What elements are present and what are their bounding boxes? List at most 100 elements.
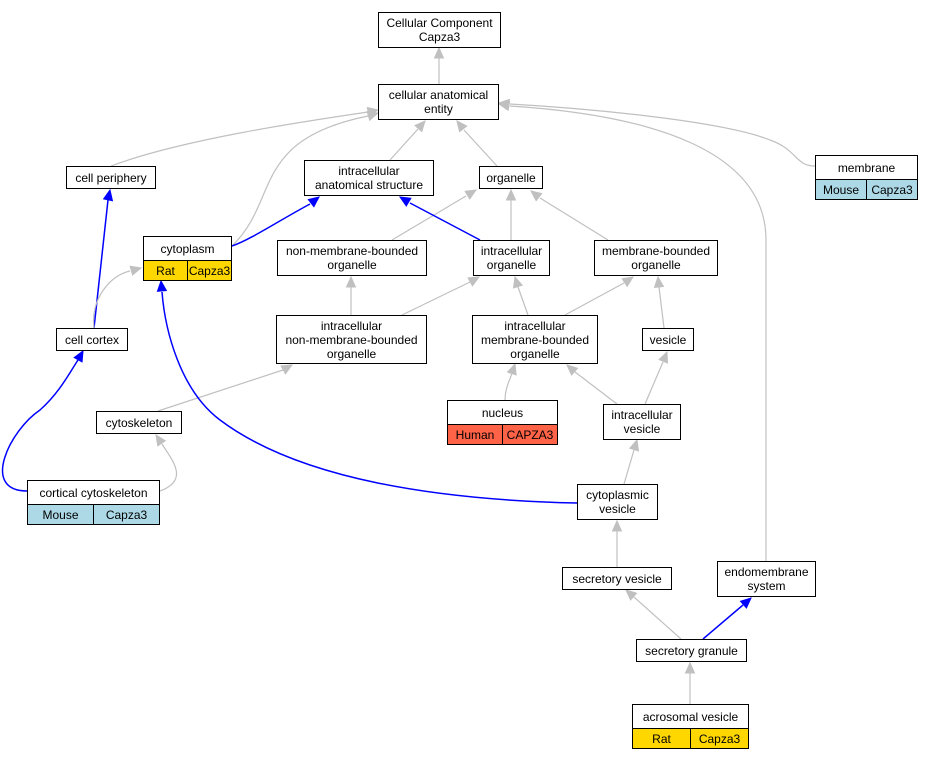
- node-label: endomembrane system: [724, 565, 809, 593]
- edge-cell-periphery-to-cae: [110, 106, 380, 167]
- arrowhead: [505, 188, 517, 201]
- arrowhead: [625, 589, 638, 601]
- arrowhead: [73, 349, 84, 363]
- edge-cortical-to-cytoskeleton: [155, 433, 178, 492]
- edge-sg-to-endomembrane: [702, 597, 752, 640]
- node-cell-cortex[interactable]: cell cortex: [56, 328, 128, 351]
- edge-cae-to-root: [433, 46, 445, 84]
- node-cellular-component-root[interactable]: Cellular Component Capza3: [378, 12, 501, 48]
- arrowhead: [280, 364, 294, 375]
- edge-iv-to-vesicle: [644, 350, 668, 405]
- node-cytoplasmic-vesicle[interactable]: cytoplasmic vesicle: [577, 484, 658, 520]
- edge-io-to-ias: [398, 196, 481, 241]
- edge-imbo-to-mbo: [564, 276, 635, 316]
- arrowhead: [102, 188, 114, 202]
- edge-nucleus-to-imbo: [504, 362, 517, 401]
- arrowhead: [621, 276, 635, 288]
- node-label: intracellular anatomical structure: [314, 164, 424, 192]
- gene-badge: Capza3: [93, 505, 159, 524]
- node-label: cytoplasmic vesicle: [586, 488, 649, 516]
- annotation-row: Human CAPZA3: [448, 424, 557, 444]
- edge-cytoplasm-to-cae: [231, 110, 380, 247]
- arrowhead: [156, 279, 168, 292]
- node-vesicle[interactable]: vesicle: [642, 328, 694, 351]
- edge-ias-to-cae: [389, 120, 426, 161]
- annotation-row: Mouse Capza3: [28, 504, 159, 524]
- node-secretory-vesicle[interactable]: secretory vesicle: [562, 567, 672, 590]
- arrowhead: [467, 276, 481, 287]
- species-badge-rat: Rat: [144, 261, 187, 280]
- node-label: non-membrane-bounded organelle: [285, 244, 419, 272]
- node-label: intracellular non-membrane-bounded organ…: [285, 318, 418, 361]
- arrowhead: [398, 196, 412, 207]
- annotation-row: Rat Capza3: [144, 260, 231, 280]
- arrowhead: [628, 438, 640, 452]
- arrowhead: [497, 100, 511, 112]
- edge-cortical-to-cell-cortex: [1, 349, 84, 492]
- node-intracellular-non-membrane-bounded-organelle[interactable]: intracellular non-membrane-bounded organ…: [276, 315, 427, 364]
- node-label: intracellular vesicle: [611, 408, 673, 436]
- node-intracellular-anatomical-structure[interactable]: intracellular anatomical structure: [304, 160, 434, 196]
- arrowhead: [653, 275, 665, 288]
- arrowhead: [530, 190, 543, 202]
- gene-badge: Capza3: [187, 261, 231, 280]
- node-organelle[interactable]: organelle: [479, 166, 543, 189]
- arrowhead: [414, 120, 426, 133]
- node-membrane[interactable]: membrane Mouse Capza3: [815, 155, 918, 200]
- node-label: membrane-bounded organelle: [601, 244, 711, 272]
- node-label: membrane: [837, 160, 896, 175]
- arrowhead: [464, 189, 478, 200]
- gene-badge: Capza3: [690, 729, 748, 748]
- edge-cv-to-cytoplasm: [156, 279, 578, 504]
- edge-inmbo-to-io: [401, 276, 481, 316]
- node-cytoskeleton[interactable]: cytoskeleton: [96, 411, 182, 434]
- arrowhead: [456, 120, 468, 133]
- edge-endomembrane-to-cae: [497, 100, 767, 561]
- edge-cell-cortex-to-cytoplasm: [92, 265, 143, 329]
- edge-cv-to-iv: [623, 438, 640, 485]
- node-cellular-anatomical-entity[interactable]: cellular anatomical entity: [378, 84, 499, 120]
- species-badge-mouse: Mouse: [816, 180, 866, 199]
- node-intracellular-vesicle[interactable]: intracellular vesicle: [603, 404, 681, 440]
- gene-badge: Capza3: [866, 180, 917, 199]
- arrowhead: [566, 364, 579, 376]
- arrowhead: [345, 275, 357, 288]
- arrowhead: [611, 519, 623, 532]
- node-label: cell cortex: [64, 332, 120, 347]
- node-membrane-bounded-organelle[interactable]: membrane-bounded organelle: [594, 240, 718, 276]
- edge-vesicle-to-mbo: [653, 275, 665, 329]
- node-acrosomal-vesicle[interactable]: acrosomal vesicle Rat Capza3: [632, 704, 749, 749]
- edge-cytoskeleton-to-inmbo: [157, 364, 294, 412]
- edge-io-to-organelle: [505, 188, 517, 240]
- node-non-membrane-bounded-organelle[interactable]: non-membrane-bounded organelle: [277, 240, 427, 276]
- annotation-row: Rat Capza3: [633, 728, 748, 748]
- node-label: organelle: [486, 170, 536, 185]
- node-cortical-cytoskeleton[interactable]: cortical cytoskeleton Mouse Capza3: [27, 480, 160, 525]
- edge-cytoplasm-to-ias: [231, 196, 320, 247]
- node-secretory-granule[interactable]: secretory granule: [636, 639, 747, 662]
- node-label: intracellular organelle: [480, 244, 543, 272]
- species-badge-mouse: Mouse: [28, 505, 93, 524]
- edge-mbo-to-organelle: [530, 190, 609, 241]
- node-label: cell periphery: [75, 170, 147, 185]
- edge-cell-cortex-to-periphery: [93, 188, 114, 329]
- node-label: nucleus: [481, 405, 524, 420]
- node-cell-periphery[interactable]: cell periphery: [66, 166, 156, 189]
- arrowhead: [658, 350, 668, 364]
- node-intracellular-organelle[interactable]: intracellular organelle: [473, 240, 550, 276]
- edge-sg-to-sv: [625, 589, 682, 640]
- edge-inmbo-to-nmbo: [345, 275, 357, 315]
- node-label: cytoplasm: [160, 241, 215, 256]
- node-intracellular-membrane-bounded-organelle[interactable]: intracellular membrane-bounded organelle: [472, 315, 598, 364]
- node-nucleus[interactable]: nucleus Human CAPZA3: [447, 400, 558, 445]
- node-cytoplasm[interactable]: cytoplasm Rat Capza3: [143, 236, 232, 281]
- edge-iv-to-imbo: [566, 364, 618, 405]
- edge-av-to-sg: [684, 661, 696, 704]
- node-endomembrane-system[interactable]: endomembrane system: [717, 561, 816, 597]
- node-label: cortical cytoskeleton: [39, 485, 148, 500]
- arrowhead: [155, 433, 167, 447]
- node-label: acrosomal vesicle: [642, 709, 739, 724]
- edge-nmbo-to-organelle: [391, 189, 478, 241]
